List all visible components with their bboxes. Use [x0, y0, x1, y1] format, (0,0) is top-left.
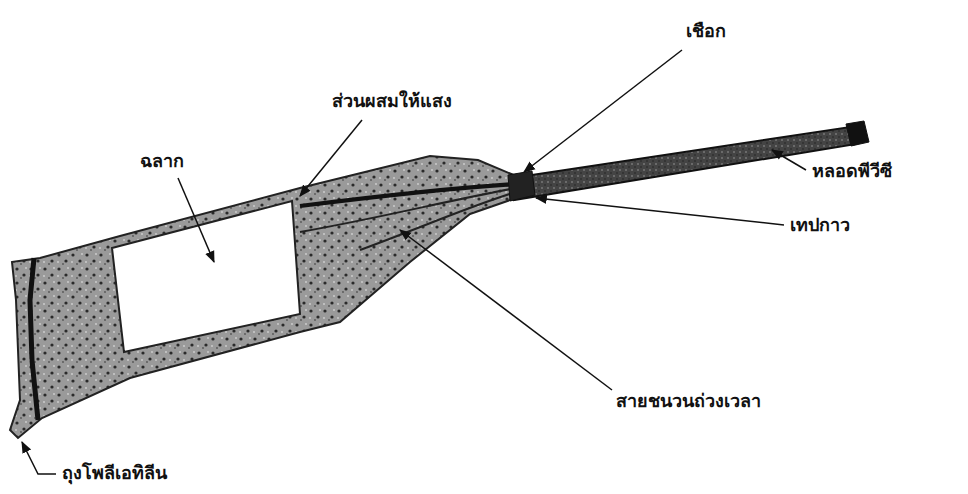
glue-tape: [508, 171, 535, 201]
leader-line: [178, 178, 214, 262]
tube-label: หลอดพีวีซี: [810, 160, 894, 182]
rope-label: เชือก: [684, 20, 728, 42]
bag-label: ถุงโพลีเอทิลีน: [60, 462, 169, 484]
leader-line: [22, 442, 56, 474]
polyethylene-bag: [10, 156, 516, 438]
label-sticker: [112, 201, 300, 352]
fuse-label: สายชนวนถ่วงเวลา: [614, 390, 763, 412]
leader-line: [400, 230, 612, 390]
bag-seal: [30, 258, 38, 420]
fuse-strand: [360, 192, 516, 250]
tape-label: เทปกาว: [788, 214, 852, 236]
leader-line: [300, 120, 362, 196]
leader-line: [524, 50, 682, 172]
fuse-strand: [300, 188, 516, 232]
pvc-tube: [512, 127, 856, 200]
leader-line: [536, 198, 784, 225]
leader-line: [772, 150, 806, 170]
sticker-label: ฉลาก: [138, 150, 186, 172]
tube-cap: [846, 121, 869, 146]
mixture-label: ส่วนผสมให้แสง: [330, 90, 454, 112]
